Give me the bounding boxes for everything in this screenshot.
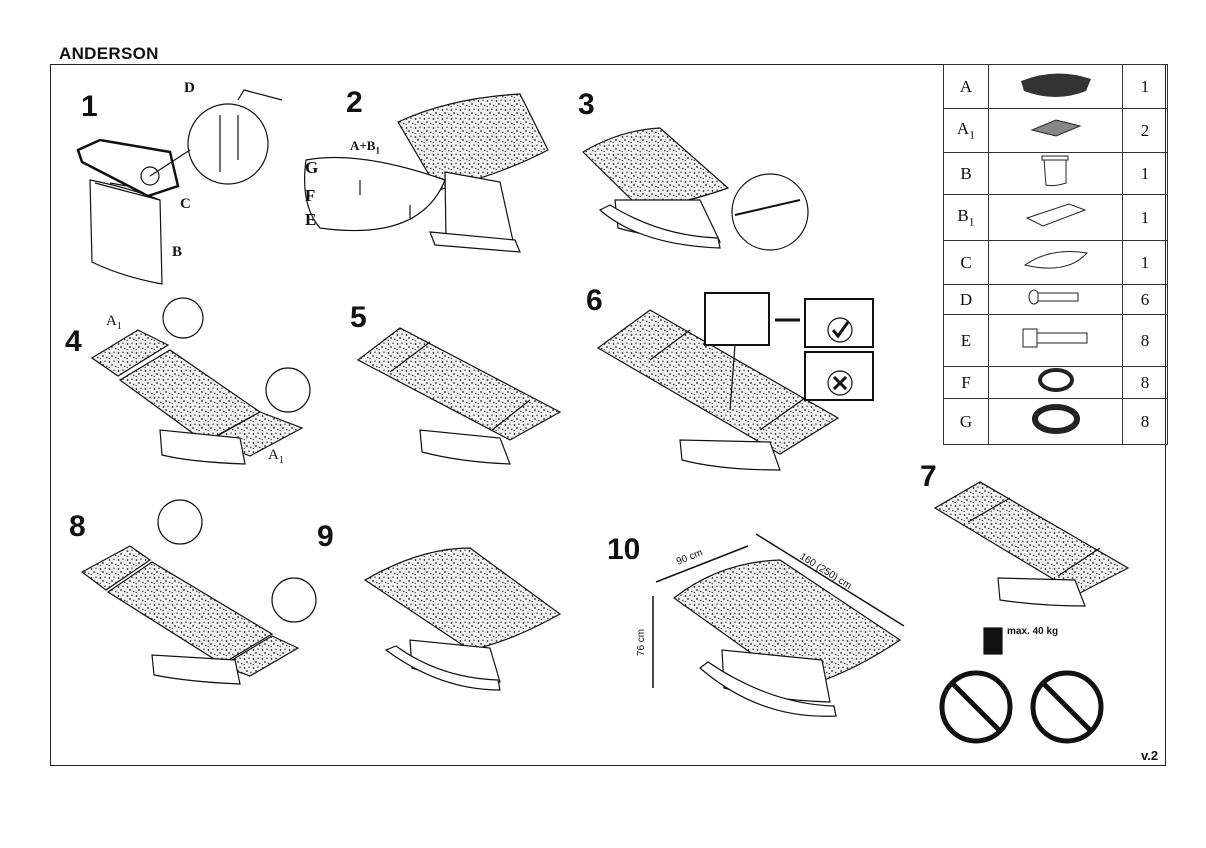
step2-label-g: G: [305, 158, 319, 177]
step-number-10: 10: [607, 533, 641, 566]
max-load-label: max. 40 kg: [1007, 626, 1059, 637]
spring-washer-icon: [988, 366, 1123, 399]
step2-drawing: [304, 93, 549, 253]
step10-drawing: [652, 533, 905, 717]
step-number-8: 8: [69, 510, 86, 543]
parts-row: B1 1: [943, 194, 1168, 241]
part-quantity: 1: [1122, 240, 1168, 285]
step9-drawing: [363, 547, 562, 691]
dimension-height: 76 cm: [636, 628, 648, 657]
step-number-1: 1: [81, 90, 98, 123]
step-number-4: 4: [65, 325, 82, 358]
version-label: v.2: [1141, 748, 1159, 763]
base-leg-icon: [988, 152, 1123, 195]
extension-leaf-icon: [988, 108, 1123, 153]
part-label: C: [943, 240, 989, 285]
step1-label-d: D: [184, 80, 195, 96]
long-bolt-icon: [988, 314, 1123, 367]
part-label: B1: [943, 194, 989, 241]
part-quantity: 1: [1122, 64, 1168, 109]
part-quantity: 8: [1122, 314, 1168, 367]
step6-drawing: [596, 292, 874, 471]
short-bolt-icon: [988, 284, 1123, 315]
parts-row: A1 2: [943, 108, 1168, 153]
part-label: B: [943, 152, 989, 195]
step1-label-b: B: [172, 244, 183, 260]
step7-drawing: [933, 481, 1130, 607]
part-quantity: 6: [1122, 284, 1168, 315]
part-label: D: [943, 284, 989, 315]
part-quantity: 8: [1122, 398, 1168, 445]
part-label: A1: [943, 108, 989, 153]
part-label: E: [943, 314, 989, 367]
part-label: G: [943, 398, 989, 445]
step8-drawing: [80, 499, 317, 685]
step4-label-a1-top: A1: [106, 313, 122, 332]
step1-drawing: [76, 89, 283, 285]
step3-drawing: [582, 127, 809, 251]
doc-title: ANDERSON: [59, 44, 159, 63]
step1-label-c: C: [180, 196, 191, 212]
step-number-2: 2: [346, 86, 363, 119]
flat-washer-icon: [988, 398, 1123, 445]
warning-pictograms: [939, 627, 1104, 744]
step4-drawing: [90, 297, 311, 465]
oval-plate-icon: [988, 240, 1123, 285]
part-quantity: 1: [1122, 152, 1168, 195]
part-quantity: 2: [1122, 108, 1168, 153]
step-number-9: 9: [317, 520, 334, 553]
step5-drawing: [356, 327, 562, 465]
part-quantity: 8: [1122, 366, 1168, 399]
step4-label-a1-bottom: A1: [268, 447, 284, 466]
step2-label-e: E: [305, 210, 317, 229]
step2-label-f: F: [305, 186, 316, 205]
step-number-5: 5: [350, 301, 367, 334]
step-number-7: 7: [920, 460, 937, 493]
glass-top-icon: [988, 64, 1123, 109]
step-number-3: 3: [578, 88, 595, 121]
frame-plate-icon: [988, 194, 1123, 241]
part-quantity: 1: [1122, 194, 1168, 241]
step2-label-ab: A+B1: [350, 138, 380, 156]
part-label: A: [943, 64, 989, 109]
step-number-6: 6: [586, 284, 603, 317]
part-label: F: [943, 366, 989, 399]
